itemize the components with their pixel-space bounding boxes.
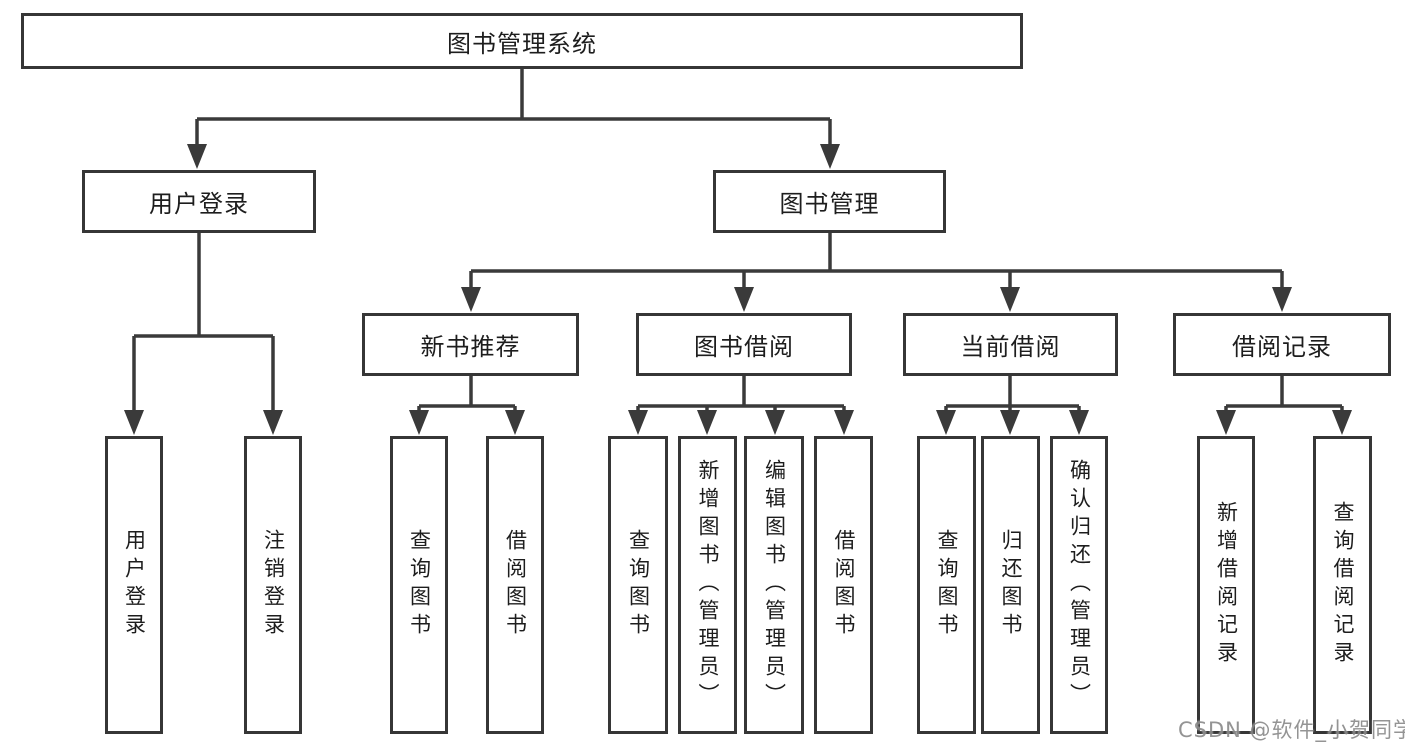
node-leaf-user-login: 用户登录 <box>105 436 163 734</box>
node-leaf-logout: 注销登录 <box>244 436 302 734</box>
node-leaf-cb-confirm-return: 确认归还（管理员） <box>1050 436 1108 734</box>
node-user-login-group: 用户登录 <box>82 170 316 233</box>
leaf-label: 查询图书 <box>407 529 432 641</box>
leaf-label: 查询图书 <box>626 529 651 641</box>
leaf-label: 用户登录 <box>122 529 147 641</box>
leaf-label: 新增借阅记录 <box>1214 501 1239 669</box>
leaf-label: 借阅图书 <box>503 529 528 641</box>
leaf-label: 查询借阅记录 <box>1331 501 1355 669</box>
node-leaf-cb-query-book: 查询图书 <box>917 436 976 734</box>
watermark: CSDN @软件_小贺同学 <box>1178 718 1405 742</box>
node-leaf-br-add-record: 新增借阅记录 <box>1197 436 1255 734</box>
node-book-borrow: 图书借阅 <box>636 313 852 376</box>
node-leaf-br-query-record: 查询借阅记录 <box>1313 436 1372 734</box>
node-current-borrow: 当前借阅 <box>903 313 1118 376</box>
node-leaf-bb-borrow-book: 借阅图书 <box>814 436 873 734</box>
node-root: 图书管理系统 <box>21 13 1023 69</box>
leaf-label: 确认归还（管理员） <box>1067 459 1092 711</box>
node-borrow-record: 借阅记录 <box>1173 313 1391 376</box>
node-leaf-bb-add-book: 新增图书（管理员） <box>678 436 737 734</box>
leaf-label: 新增图书（管理员） <box>696 459 720 711</box>
node-leaf-nb-query-book: 查询图书 <box>390 436 448 734</box>
node-new-book-recommend: 新书推荐 <box>362 313 579 376</box>
leaf-label: 归还图书 <box>999 529 1023 641</box>
node-leaf-nb-borrow-book: 借阅图书 <box>486 436 544 734</box>
node-leaf-cb-return-book: 归还图书 <box>981 436 1040 734</box>
leaf-label: 借阅图书 <box>832 529 856 641</box>
leaf-label: 查询图书 <box>935 529 959 641</box>
node-book-management: 图书管理 <box>713 170 946 233</box>
leaf-label: 编辑图书（管理员） <box>762 459 787 711</box>
leaf-label: 注销登录 <box>261 529 286 641</box>
node-leaf-bb-query-book: 查询图书 <box>608 436 668 734</box>
node-leaf-bb-edit-book: 编辑图书（管理员） <box>744 436 804 734</box>
